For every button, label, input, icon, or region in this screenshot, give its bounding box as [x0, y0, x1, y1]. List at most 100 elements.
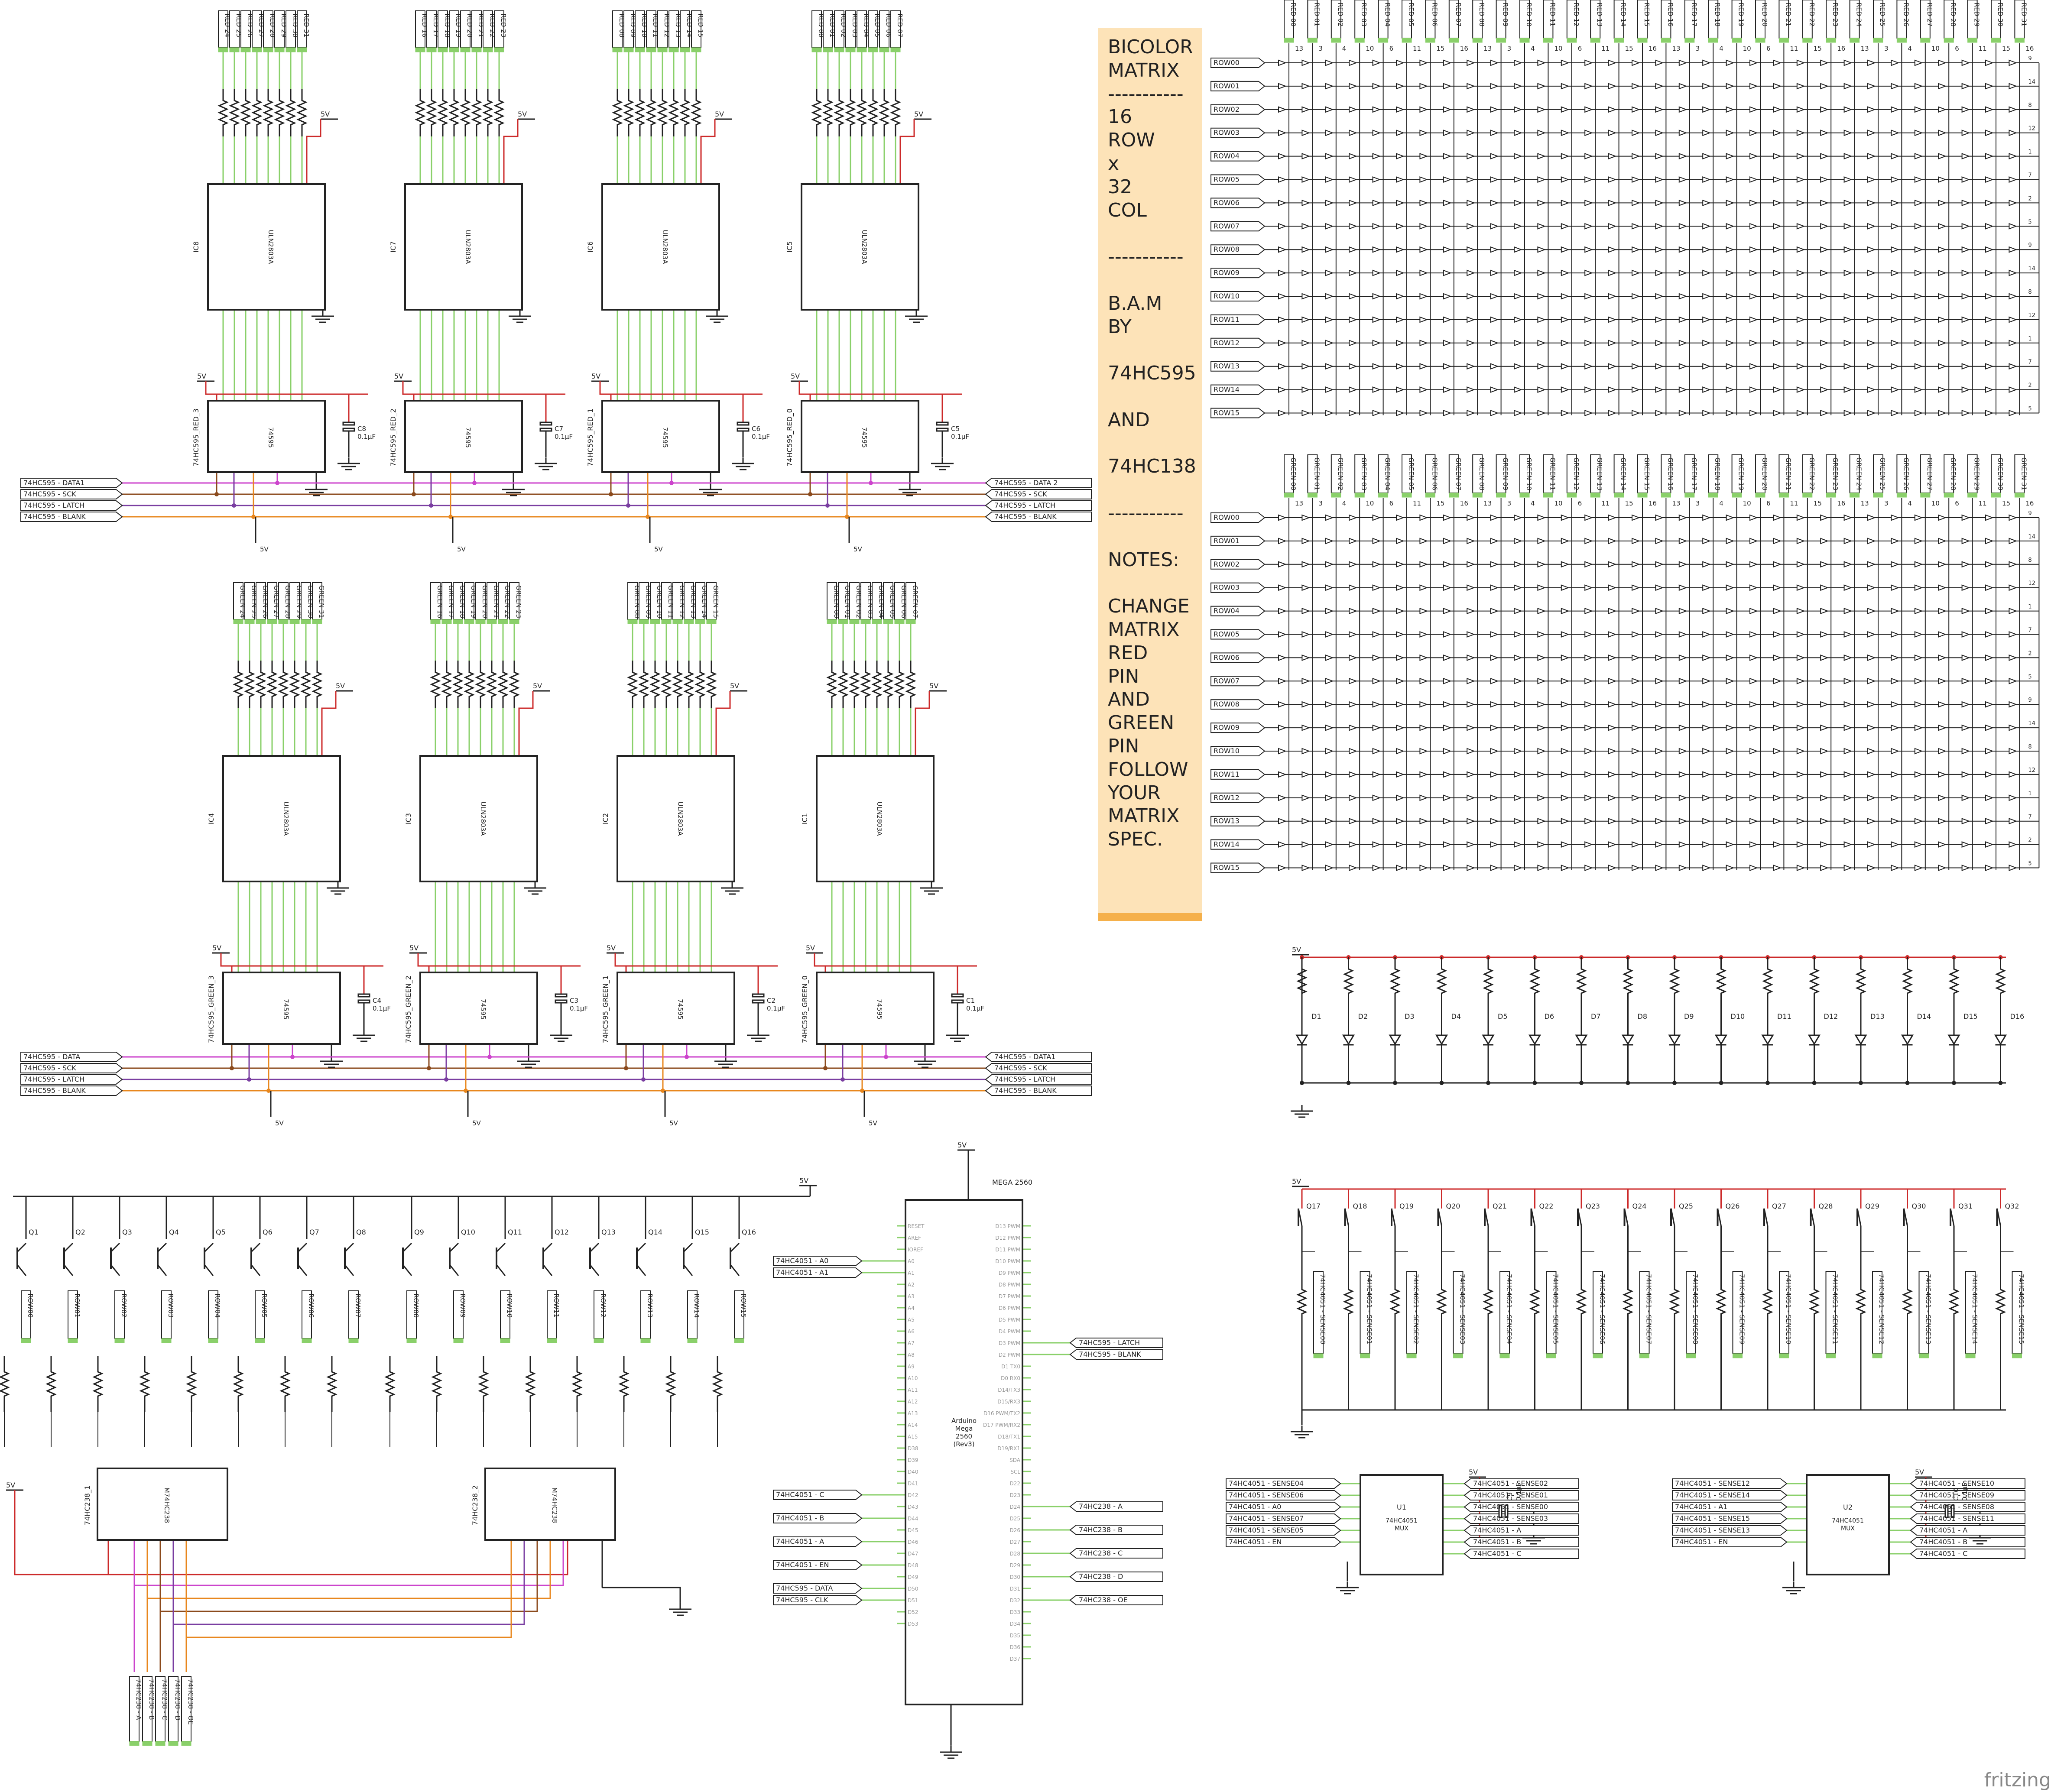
matrix-led-icon	[1985, 538, 1994, 544]
shift-register-74595	[404, 400, 523, 473]
mux-left-net-1-3: 74HC4051 - SENSE15	[1675, 1514, 1750, 1523]
matrix-led-icon	[1678, 199, 1688, 206]
mega-pin-label: D0 RX0	[1001, 1375, 1020, 1381]
row-driver-label-0: ROW00	[26, 1293, 34, 1318]
mega-pin-label: D31	[1009, 1586, 1020, 1592]
matrix-led-icon	[1561, 223, 1570, 230]
matrix-led-icon	[1419, 176, 1428, 183]
resistor	[415, 89, 426, 136]
mega-pin-label: D1 TX0	[1001, 1364, 1020, 1370]
resistor	[871, 661, 883, 708]
matrix-led-icon	[1584, 538, 1593, 544]
column-label-green-09: GREEN 09	[644, 585, 652, 618]
column-label-red-28: RED 28	[269, 13, 276, 37]
matrix-led-icon	[1796, 701, 1805, 708]
green-bus-right-3-frame	[985, 1086, 1092, 1096]
green-matrix-column-green-12: GREEN 12	[1572, 457, 1580, 490]
mega-pin-label: D26	[1009, 1527, 1020, 1533]
matrix-led-icon	[1608, 316, 1617, 323]
uln-vcc-wire	[899, 119, 915, 184]
matrix-led-icon	[1914, 340, 1923, 347]
matrix-led-icon	[1372, 410, 1381, 416]
matrix-led-icon	[1537, 199, 1546, 206]
green-matrix-column-green-02-pin	[1331, 493, 1341, 498]
matrix-led-icon	[2009, 340, 2018, 347]
matrix-led-icon	[1891, 631, 1900, 638]
matrix-led-icon	[1773, 363, 1782, 370]
matrix-led-icon	[1678, 841, 1688, 848]
matrix-led-icon	[1419, 584, 1428, 591]
matrix-led-icon	[1372, 153, 1381, 160]
matrix-led-icon	[1608, 724, 1617, 731]
sense-net-1: 74HC4051 - SENSE01	[1366, 1274, 1373, 1344]
matrix-led-icon	[1961, 223, 1970, 230]
mux-left-net-0-3: 74HC4051 - SENSE07	[1229, 1514, 1304, 1523]
matrix-led-icon	[1773, 514, 1782, 521]
red-matrix-column-red-21: RED 21	[1784, 3, 1792, 26]
matrix-led-icon	[1561, 701, 1570, 708]
matrix-pin-number: 11	[1979, 45, 1987, 52]
led-ground-junction	[1393, 1081, 1397, 1085]
matrix-led-icon	[1961, 841, 1970, 848]
matrix-led-icon	[1938, 794, 1947, 801]
matrix-led-icon	[1796, 293, 1805, 300]
matrix-led-icon	[1867, 818, 1876, 825]
red-bus-left-2: 74HC595 - LATCH	[23, 501, 84, 509]
matrix-led-icon	[1749, 223, 1758, 230]
decoder-74hc238	[97, 1468, 228, 1541]
uln-vcc: 5V	[929, 682, 938, 690]
mega-right-net-2: 74HC238 - A	[1079, 1502, 1123, 1510]
matrix-led-icon	[1843, 410, 1853, 416]
matrix-led-icon	[1467, 654, 1476, 661]
mux-left-net-0-3-frame	[1226, 1513, 1341, 1524]
green-matrix-column-green-06-pin	[1425, 493, 1435, 498]
matrix-led-icon	[1537, 584, 1546, 591]
matrix-led-icon	[1749, 246, 1758, 253]
decoder-vcc: 5V	[6, 1481, 15, 1489]
matrix-led-icon	[1632, 514, 1640, 521]
matrix-led-icon	[1749, 316, 1758, 323]
matrix-led-icon	[1419, 677, 1428, 684]
matrix-led-icon	[1490, 106, 1499, 113]
led-ground-junction	[1859, 1081, 1863, 1085]
green-matrix-column-green-01: GREEN 01	[1313, 457, 1321, 490]
mega-pin-label: A11	[908, 1387, 918, 1393]
mega-pin-label: A8	[908, 1352, 915, 1358]
resistor	[448, 89, 460, 136]
matrix-led-icon	[1632, 83, 1640, 90]
matrix-led-icon	[1561, 677, 1570, 684]
matrix-led-icon	[1467, 701, 1476, 708]
fritzing-logo: fritzing	[1984, 1769, 2051, 1791]
mega-left-net-5: 74HC4051 - EN	[776, 1561, 829, 1569]
green-matrix-column-green-04-pin	[1378, 493, 1389, 498]
led-ref-d2: D2	[1358, 1012, 1368, 1021]
matrix-led-icon	[1396, 199, 1405, 206]
matrix-led-icon	[1443, 538, 1452, 544]
matrix-led-icon	[1537, 410, 1546, 416]
decoder-ref: 74HC238_2	[471, 1485, 480, 1525]
mega-vcc: 5V	[957, 1141, 967, 1149]
transistor-icon	[636, 1264, 646, 1276]
matrix-led-icon	[1301, 153, 1311, 160]
matrix-led-icon	[1372, 363, 1381, 370]
matrix-led-icon	[1702, 865, 1711, 871]
red-matrix-column-red-13: RED 13	[1596, 3, 1603, 26]
column-label-red-19: RED 19	[454, 13, 462, 37]
matrix-led-icon	[1961, 818, 1970, 825]
mux-left-net-0-0-frame	[1226, 1478, 1341, 1489]
matrix-led-icon	[1301, 363, 1311, 370]
matrix-led-icon	[1443, 748, 1452, 755]
matrix-led-icon	[1419, 340, 1428, 347]
capacitor-ref: C6	[752, 425, 760, 433]
transistor-icon	[110, 1264, 120, 1276]
column-label-green-11: GREEN 11	[667, 585, 675, 618]
matrix-led-icon	[1467, 818, 1476, 825]
matrix-led-icon	[1632, 748, 1640, 755]
mega-pin-label: A0	[908, 1258, 915, 1264]
row-driver-q16: Q16	[742, 1228, 756, 1236]
matrix-led-icon	[1702, 153, 1711, 160]
bus-junction	[869, 481, 873, 485]
red-matrix-column-red-03-pin	[1354, 38, 1365, 43]
matrix-led-icon	[1796, 83, 1805, 90]
matrix-row-pin-number: 9	[2028, 697, 2032, 703]
